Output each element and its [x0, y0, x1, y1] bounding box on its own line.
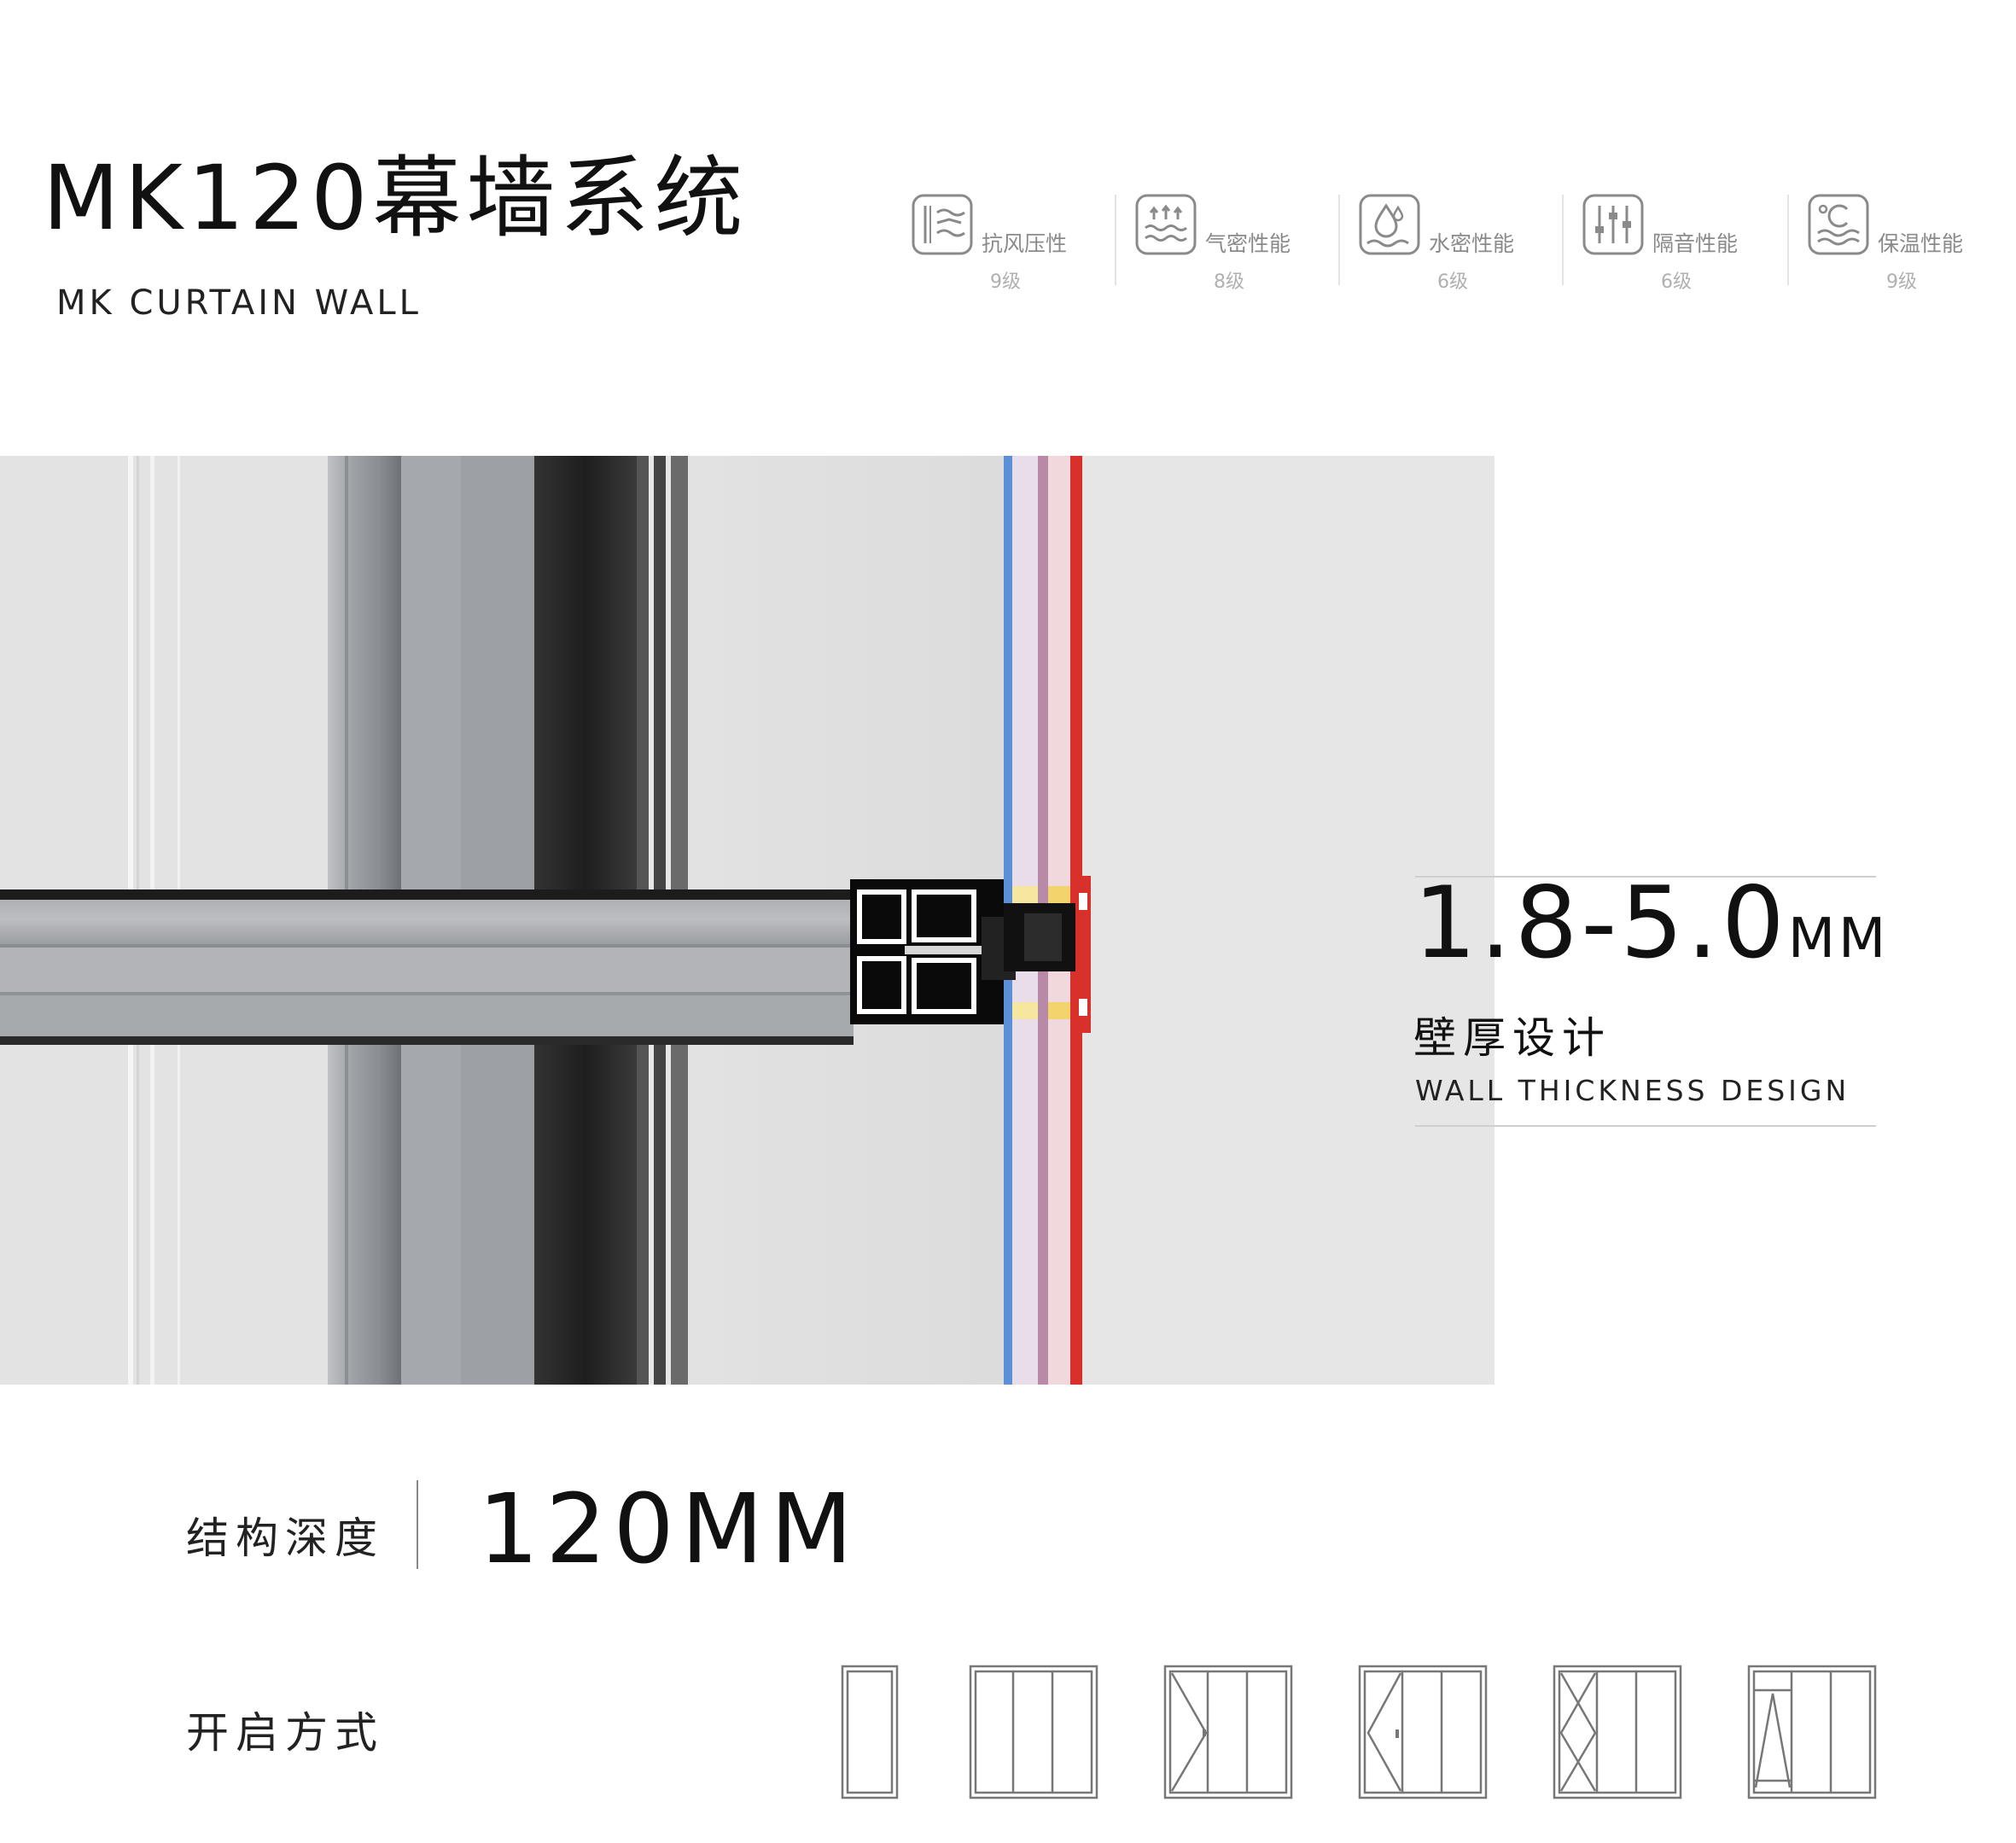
perf-divider	[1338, 195, 1340, 285]
perf-divider	[1787, 195, 1789, 285]
perf-item-air-tightness: 气密性能 8级	[1135, 191, 1331, 294]
perf-item-water-tightness: 水密性能 6级	[1359, 191, 1555, 294]
perf-level: 9级	[1886, 271, 1917, 293]
wind-pressure-icon	[912, 194, 973, 255]
opening-label: 开启方式	[186, 1708, 384, 1758]
wall-thickness-number: 1.8-5.0	[1413, 866, 1788, 981]
perf-label: 水密性能	[1429, 231, 1515, 256]
opening-icons	[841, 1665, 1877, 1799]
top-hung-transom-panel-icon	[1747, 1665, 1877, 1799]
perf-label: 隔音性能	[1652, 231, 1739, 256]
curtain-wall-render	[0, 456, 1495, 1385]
perf-item-wind-pressure: 抗风压性 9级	[912, 191, 1108, 294]
depth-label: 结构深度	[186, 1513, 384, 1563]
wall-thickness-value: 1.8-5.0MM	[1413, 874, 1889, 973]
perf-level: 8级	[1214, 271, 1244, 293]
wall-thickness-unit: MM	[1787, 907, 1890, 971]
casement-left-panel-icon	[1163, 1665, 1293, 1799]
water-tightness-icon	[1359, 194, 1420, 255]
perf-level: 6级	[1437, 271, 1468, 293]
depth-divider	[417, 1480, 418, 1569]
wall-thickness-label-en: WALL THICKNESS DESIGN	[1415, 1074, 1850, 1107]
thermal-insulation-icon	[1808, 194, 1869, 255]
air-tightness-icon	[1135, 194, 1197, 255]
page-title: MK120幕墙系统	[43, 146, 749, 250]
perf-item-thermal-insulation: 保温性能 9级	[1808, 191, 2013, 294]
perf-label: 保温性能	[1878, 231, 1964, 256]
side-hung-door-panel-icon	[1358, 1665, 1488, 1799]
perf-item-sound-insulation: 隔音性能 6级	[1582, 191, 1779, 294]
depth-value: 120MM	[478, 1474, 860, 1585]
perf-label: 抗风压性	[982, 231, 1068, 256]
perf-divider	[1115, 195, 1116, 285]
double-hinged-panel-icon	[1553, 1665, 1682, 1799]
perf-level: 9级	[990, 271, 1021, 293]
fixed-triple-panel-icon	[969, 1665, 1098, 1799]
page-subtitle: MK CURTAIN WALL	[56, 283, 422, 323]
fixed-window-icon	[841, 1665, 899, 1799]
perf-divider	[1562, 195, 1564, 285]
perf-label: 气密性能	[1205, 231, 1291, 256]
spec-top-line	[1415, 876, 1876, 878]
sound-insulation-icon	[1582, 194, 1644, 255]
wall-thickness-label-cn: 壁厚设计	[1413, 1013, 1611, 1063]
perf-level: 6级	[1661, 271, 1692, 293]
spec-bottom-line	[1415, 1125, 1876, 1127]
